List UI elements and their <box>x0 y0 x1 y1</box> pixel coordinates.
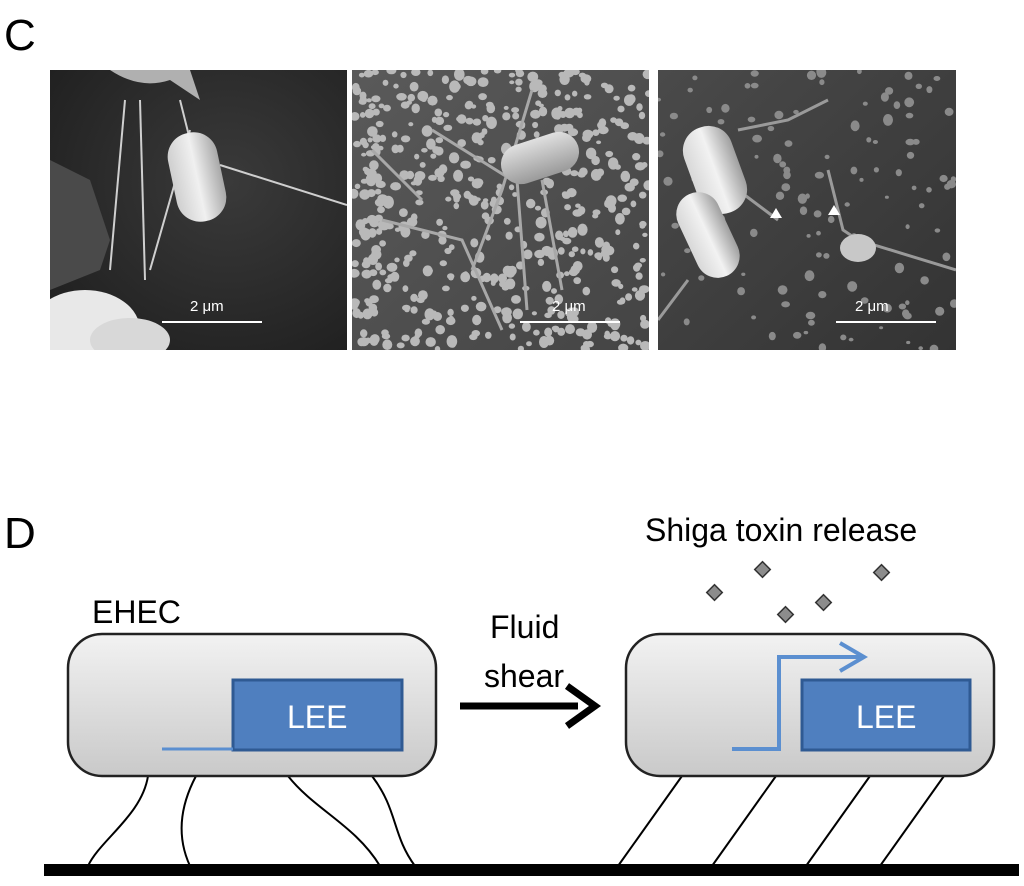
lee-label-left: LEE <box>287 699 348 735</box>
ehec-cell-left <box>66 632 438 867</box>
substrate-surface <box>44 864 1019 876</box>
sem-1-scale-label: 2 μm <box>190 298 224 315</box>
shiga-toxin-particles <box>705 560 891 624</box>
toxin-particle <box>753 560 772 579</box>
pilus-right-2 <box>711 775 777 867</box>
ehec-cell-right <box>617 632 996 867</box>
sem-2-scale-label: 2 μm <box>552 298 586 315</box>
sem-1-scale-bar <box>162 321 262 323</box>
toxin-particle <box>776 605 795 624</box>
arrow-label-shear: shear <box>484 658 565 694</box>
sem-image-3 <box>658 70 956 350</box>
sem-3-scale-bar <box>836 321 936 323</box>
toxin-particle <box>872 563 891 582</box>
pilus-right-3 <box>805 775 871 867</box>
toxin-particle <box>705 583 724 602</box>
ehec-label: EHEC <box>92 594 181 630</box>
sem-image-1 <box>50 70 347 350</box>
shiga-toxin-label: Shiga toxin release <box>645 512 918 548</box>
pilus-left-1 <box>87 775 149 867</box>
sem-image-2 <box>352 70 649 350</box>
arrow-label-fluid: Fluid <box>490 609 560 645</box>
panel-c-letter: C <box>4 11 36 60</box>
sem-3-scale-label: 2 μm <box>855 298 889 315</box>
toxin-particle <box>814 593 833 612</box>
lee-label-right: LEE <box>856 699 917 735</box>
sem-2-scale-bar <box>520 321 620 323</box>
pilus-right-4 <box>879 775 945 867</box>
pilus-left-2 <box>180 775 197 867</box>
promoter-arrow <box>732 655 860 751</box>
fluid-shear-arrow <box>460 683 602 729</box>
promoter-arrowhead <box>838 641 868 673</box>
pilus-left-4 <box>371 775 416 867</box>
pilus-right-1 <box>617 775 683 867</box>
panel-d-letter: D <box>4 509 36 558</box>
lee-gene-box-right <box>800 678 972 752</box>
pilus-left-3 <box>287 775 381 867</box>
lee-gene-box-left <box>231 678 404 752</box>
